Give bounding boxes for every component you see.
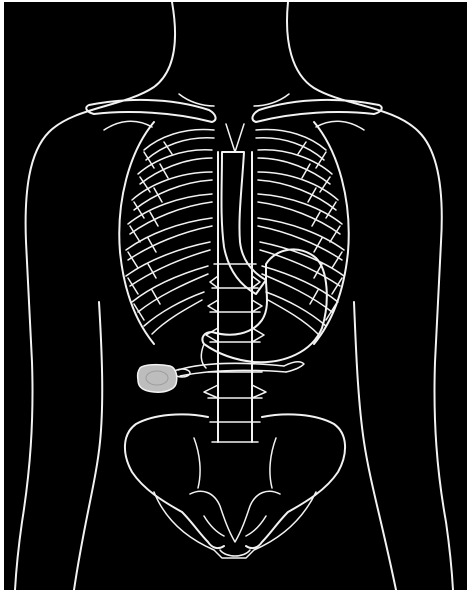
spine-icon [204,152,266,442]
gastric-band-tube-icon [174,362,304,377]
anatomy-svg [4,2,467,590]
body-outline-icon [15,2,453,590]
anatomy-diagram [4,2,467,590]
esophagus-icon [222,152,267,294]
access-port-icon [138,365,177,393]
clavicles-icon [86,94,381,130]
pelvis-icon [125,414,345,556]
rib-cage-icon [119,122,348,344]
